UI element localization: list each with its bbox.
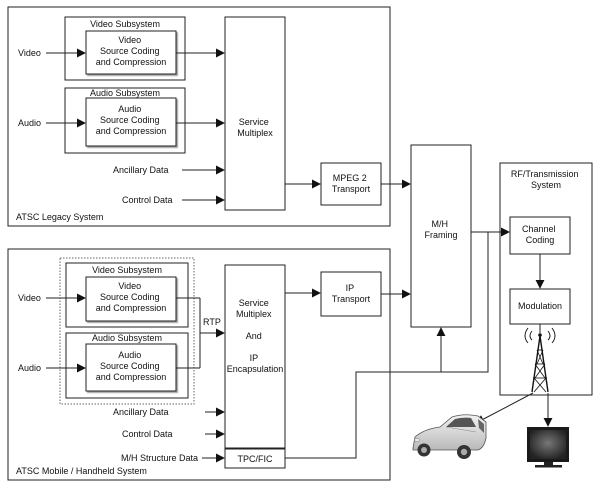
modulation-label: Modulation — [518, 301, 562, 311]
legacy-audio-subsystem-title: Audio Subsystem — [90, 88, 160, 98]
mobile-video-coding-box — [85, 276, 177, 322]
modulation-box — [509, 288, 571, 325]
legacy-video-coding-box — [85, 30, 177, 75]
mpeg2-transport-box — [320, 162, 382, 206]
legacy-input-audio-label: Audio — [18, 118, 41, 128]
legacy-video-coding-label: Video Source Coding and Compression — [96, 35, 167, 67]
rf-transmission-frame — [499, 162, 593, 396]
rf-transmission-title: RF/Transmission System — [511, 169, 581, 190]
legacy-input-ancillary-label: Ancillary Data — [113, 165, 169, 175]
legacy-audio-coding-label: Audio Source Coding and Compression — [96, 104, 167, 136]
mobile-video-subsystem-title: Video Subsystem — [92, 265, 162, 275]
legacy-service-multiplex-label: Service Multiplex — [237, 117, 273, 138]
legacy-video-subsystem-title: Video Subsystem — [90, 19, 160, 29]
mobile-input-control-label: Control Data — [122, 429, 173, 439]
legacy-system-label: ATSC Legacy System — [16, 212, 103, 222]
television-icon — [527, 427, 569, 468]
legacy-service-multiplex-box — [224, 16, 286, 211]
channel-coding-label: Channel Coding — [522, 224, 558, 245]
mobile-input-audio-label: Audio — [18, 363, 41, 373]
car-icon — [412, 414, 487, 459]
mobile-service-multiplex-box — [224, 264, 286, 449]
mobile-system-label: ATSC Mobile / Handheld System — [16, 466, 147, 476]
mobile-service-multiplex-label: Service Multiplex And IP Encapsulation — [227, 298, 284, 374]
mobile-audio-subsystem-title: Audio Subsystem — [92, 333, 162, 343]
tower-to-car-arrow — [475, 392, 534, 424]
mobile-audio-coding-box — [85, 343, 177, 392]
mpeg2-transport-label: MPEG 2 Transport — [332, 173, 371, 194]
legacy-input-control-label: Control Data — [122, 195, 173, 205]
ip-transport-label: IP Transport — [332, 283, 371, 304]
mobile-input-ancillary-label: Ancillary Data — [113, 407, 169, 417]
tpc-to-framing-path — [285, 327, 446, 459]
rtp-label: RTP — [203, 317, 221, 327]
mobile-audio-coding-label: Audio Source Coding and Compression — [96, 350, 167, 382]
tpc-to-rf-path — [441, 232, 489, 373]
mh-framing-box — [410, 144, 472, 328]
mobile-input-mh-structure-label: M/H Structure Data — [121, 453, 198, 463]
mh-framing-label: M/H Framing — [424, 219, 457, 240]
transmission-tower-icon — [524, 324, 556, 393]
tpc-fic-label: TPC/FIC — [238, 454, 273, 464]
legacy-audio-coding-box — [85, 97, 177, 147]
legacy-input-video-label: Video — [18, 48, 41, 58]
mobile-video-coding-label: Video Source Coding and Compression — [96, 281, 167, 313]
ip-transport-box — [320, 271, 382, 317]
mobile-input-video-label: Video — [18, 293, 41, 303]
mobile-subsystems-group — [59, 257, 195, 405]
